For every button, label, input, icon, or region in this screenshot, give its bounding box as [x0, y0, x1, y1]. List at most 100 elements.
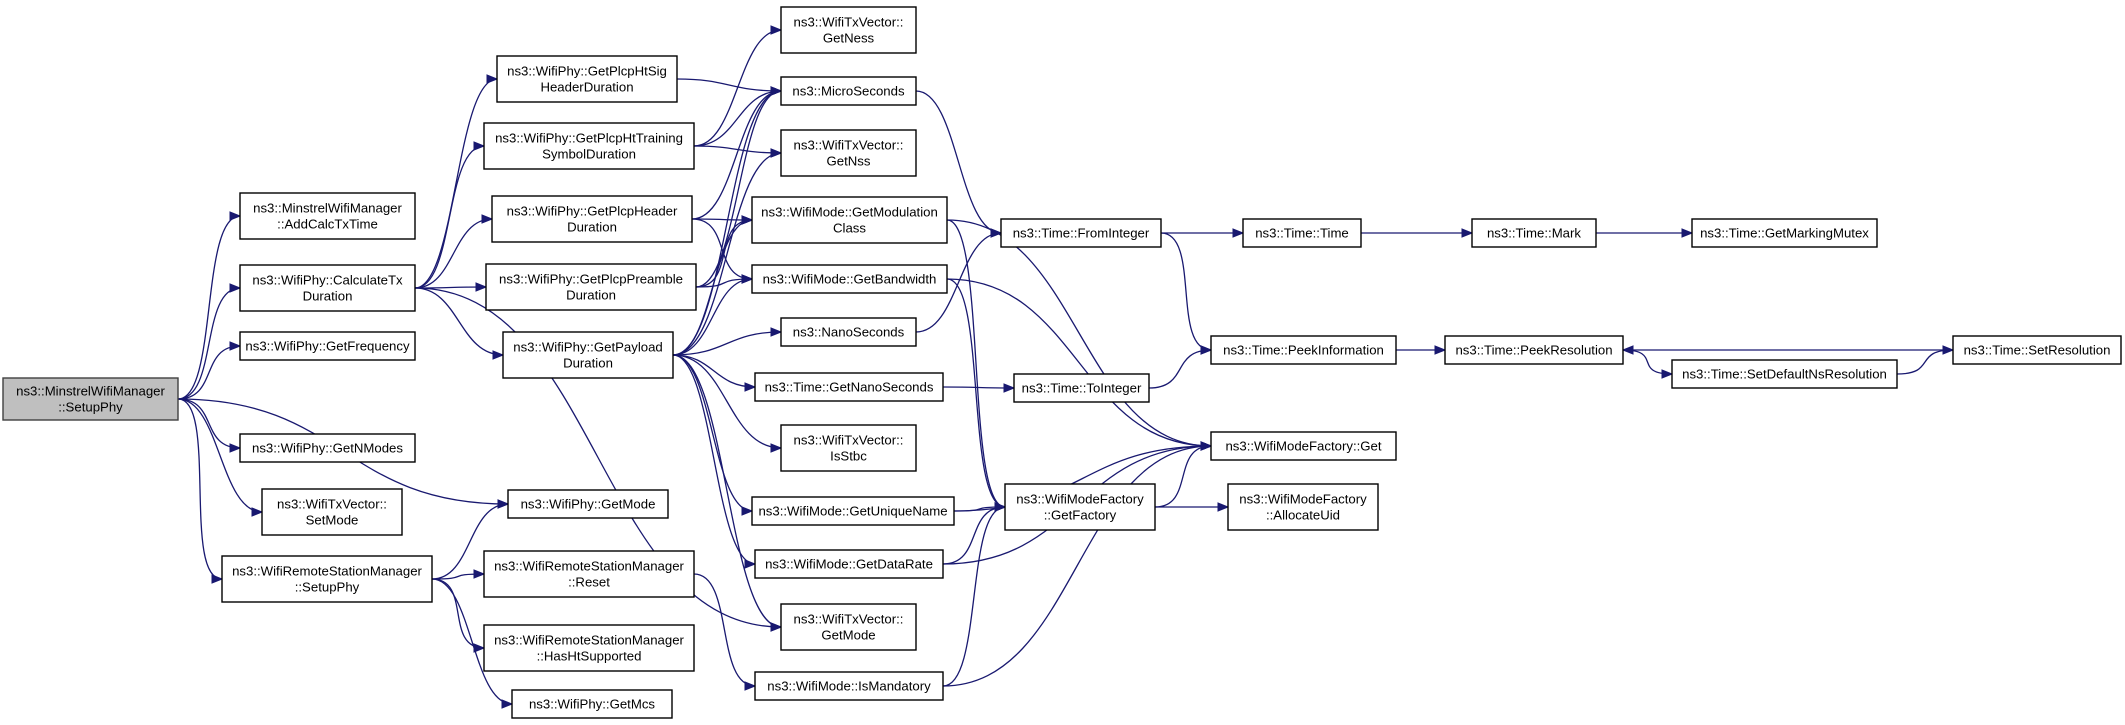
edge-root-to-addcalc: [177, 211, 242, 400]
edge-payload-to-modclass: [672, 215, 754, 356]
edge-line: [693, 145, 782, 154]
graph-node-setmode[interactable]: ns3::WifiTxVector::SetMode: [261, 488, 403, 536]
arrowhead-icon: [1461, 228, 1474, 238]
graph-node-uniquename[interactable]: ns3::WifiMode::GetUniqueName: [751, 496, 955, 526]
edge-rssetup-to-getmcs: [431, 578, 514, 709]
graph-node-peekres[interactable]: ns3::Time::PeekResolution: [1444, 335, 1624, 365]
arrowhead-icon: [770, 327, 783, 337]
graph-node-getfreq[interactable]: ns3::WifiPhy::GetFrequency: [239, 331, 416, 361]
graph-node-hasht[interactable]: ns3::WifiRemoteStationManager::HasHtSupp…: [483, 624, 695, 672]
edge-payload-to-getnss: [672, 148, 783, 356]
graph-node-bandwidth[interactable]: ns3::WifiMode::GetBandwidth: [751, 264, 948, 294]
edge-line: [915, 90, 1002, 234]
graph-node-root[interactable]: ns3::MinstrelWifiManager::SetupPhy: [2, 377, 179, 421]
node-box: [754, 372, 944, 402]
node-label-line: ::SetupPhy: [295, 580, 360, 595]
node-label-line: ns3::WifiMode::GetUniqueName: [758, 504, 947, 519]
edge-line: [693, 573, 756, 687]
node-label-line: ns3::WifiTxVector::: [794, 433, 904, 448]
node-box: [483, 122, 695, 170]
node-box: [754, 549, 944, 579]
arrowhead-icon: [251, 507, 264, 517]
node-label-line: ns3::MicroSeconds: [792, 84, 905, 99]
graph-node-getmcs[interactable]: ns3::WifiPhy::GetMcs: [511, 689, 673, 719]
graph-node-rssetup[interactable]: ns3::WifiRemoteStationManager::SetupPhy: [221, 555, 433, 603]
node-box: [491, 195, 693, 243]
edge-root-to-rssetup: [177, 398, 224, 584]
arrowhead-icon: [1217, 502, 1230, 512]
edge-payload-to-bandwidth: [672, 274, 754, 356]
graph-node-mark[interactable]: ns3::Time::Mark: [1471, 218, 1597, 248]
graph-node-reset[interactable]: ns3::WifiRemoteStationManager::Reset: [483, 550, 695, 598]
graph-node-txgetmode[interactable]: ns3::WifiTxVector::GetMode: [780, 603, 917, 651]
edge-htsig-to-micro: [676, 78, 783, 96]
node-label-line: ::Reset: [568, 575, 610, 590]
edge-peekres-to-setdefns: [1622, 349, 1674, 379]
node-label-line: ns3::WifiPhy::GetNModes: [252, 441, 403, 456]
graph-node-timetime[interactable]: ns3::Time::Time: [1242, 218, 1362, 248]
graph-node-factget[interactable]: ns3::WifiModeFactory::Get: [1210, 431, 1397, 461]
graph-node-isstbc[interactable]: ns3::WifiTxVector::IsStbc: [780, 424, 917, 472]
graph-node-datarate[interactable]: ns3::WifiMode::GetDataRate: [754, 549, 944, 579]
edge-ismand-to-factget: [942, 441, 1213, 687]
edge-line: [431, 503, 509, 580]
graph-node-setres[interactable]: ns3::Time::SetResolution: [1952, 335, 2122, 365]
graph-node-fromint[interactable]: ns3::Time::FromInteger: [1000, 218, 1162, 248]
edge-line: [942, 506, 1006, 565]
edge-line: [672, 331, 782, 356]
node-label-line: GetMode: [821, 628, 875, 643]
graph-node-phygetmode[interactable]: ns3::WifiPhy::GetMode: [507, 489, 669, 519]
graph-node-peekinfo[interactable]: ns3::Time::PeekInformation: [1210, 335, 1397, 365]
graph-node-micro[interactable]: ns3::MicroSeconds: [780, 76, 917, 106]
edge-root-to-getfreq: [177, 341, 242, 400]
node-label-line: ns3::Time::ToInteger: [1022, 381, 1142, 396]
node-label-line: ::GetFactory: [1044, 508, 1117, 523]
edge-toint-to-peekinfo: [1148, 345, 1213, 389]
node-box: [780, 6, 917, 54]
edge-line: [695, 278, 753, 288]
edge-getfactory-to-allocuid: [1154, 502, 1230, 512]
edge-line: [414, 78, 498, 289]
edge-line: [414, 287, 782, 628]
edge-line: [414, 287, 504, 356]
edge-bandwidth-to-getfactory: [946, 278, 1007, 512]
graph-node-markmutex[interactable]: ns3::Time::GetMarkingMutex: [1691, 218, 1878, 248]
arrowhead-icon: [473, 141, 486, 151]
graph-node-addcalc[interactable]: ns3::MinstrelWifiManager::AddCalcTxTime: [239, 192, 416, 240]
edge-payload-to-isstbc: [672, 354, 783, 453]
edge-line: [942, 445, 1212, 687]
node-label-line: ns3::WifiPhy::GetPlcpHeader: [507, 204, 678, 219]
edge-line: [1160, 232, 1212, 351]
arrowhead-icon: [492, 350, 505, 360]
graph-node-getnmodes[interactable]: ns3::WifiPhy::GetNModes: [239, 433, 416, 463]
graph-node-getfactory[interactable]: ns3::WifiModeFactory::GetFactory: [1004, 483, 1156, 531]
node-box: [511, 689, 673, 719]
arrowhead-icon: [744, 559, 757, 569]
nodes-layer: ns3::MinstrelWifiManager::SetupPhy ns3::M…: [2, 6, 2122, 719]
edge-root-to-getnmodes: [177, 398, 242, 453]
graph-node-getness[interactable]: ns3::WifiTxVector::GetNess: [780, 6, 917, 54]
node-box: [1242, 218, 1362, 248]
graph-node-httrain[interactable]: ns3::WifiPhy::GetPlcpHtTrainingSymbolDur…: [483, 122, 695, 170]
graph-node-allocuid[interactable]: ns3::WifiModeFactory::AllocateUid: [1227, 483, 1379, 531]
node-label-line: ns3::WifiRemoteStationManager: [494, 559, 684, 574]
edge-line: [414, 218, 493, 289]
arrowhead-icon: [481, 214, 494, 224]
graph-node-setdefns[interactable]: ns3::Time::SetDefaultNsResolution: [1671, 359, 1898, 389]
edge-line: [942, 506, 1006, 687]
arrowhead-icon: [229, 443, 242, 453]
edge-timetime-to-mark: [1361, 228, 1474, 238]
graph-node-getnss[interactable]: ns3::WifiTxVector::GetNss: [780, 129, 917, 177]
graph-node-nano[interactable]: ns3::NanoSeconds: [780, 317, 917, 347]
graph-node-ismand[interactable]: ns3::WifiMode::IsMandatory: [754, 671, 944, 701]
arrowhead-icon: [475, 282, 488, 292]
edge-line: [177, 398, 263, 513]
graph-node-toint[interactable]: ns3::Time::ToInteger: [1013, 373, 1150, 403]
graph-node-getnano[interactable]: ns3::Time::GetNanoSeconds: [754, 372, 944, 402]
